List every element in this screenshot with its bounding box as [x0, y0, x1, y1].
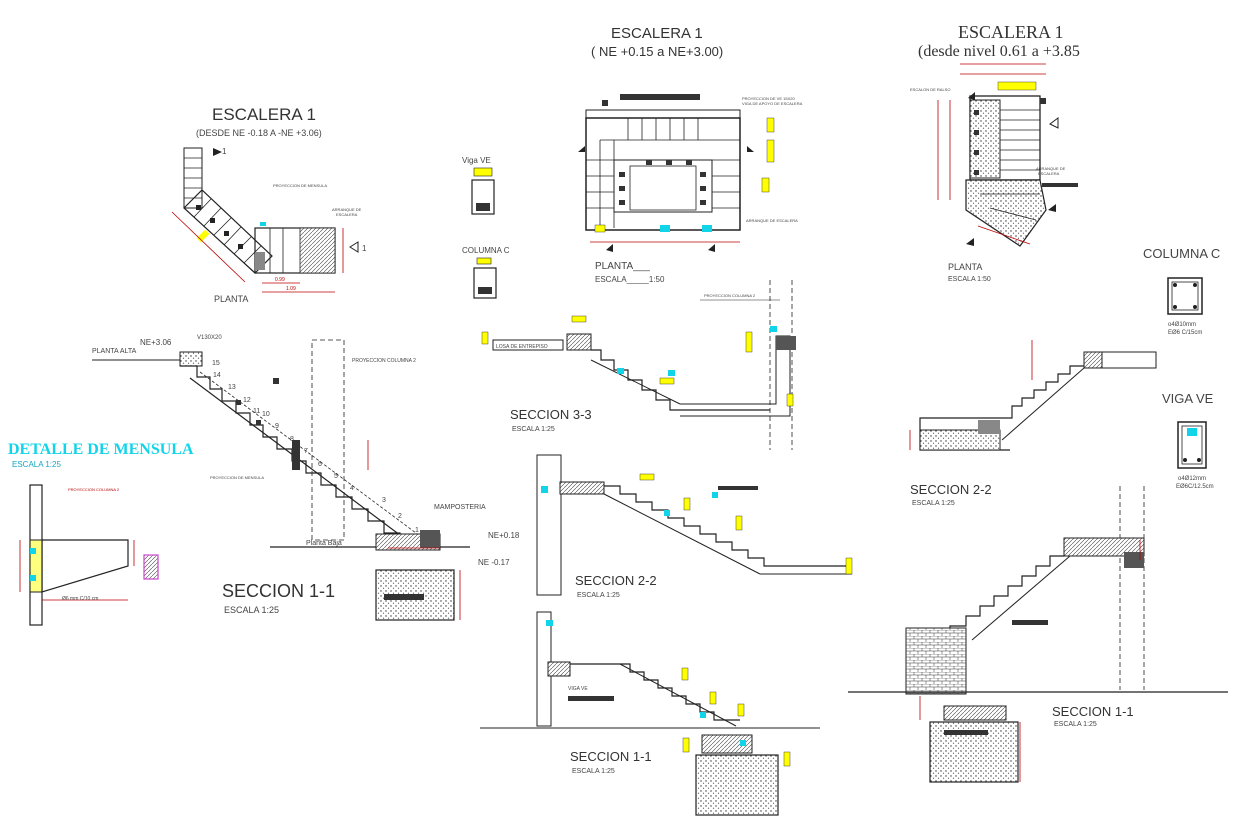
- detalle-mensula-title: DETALLE DE MENSULA: [8, 441, 194, 458]
- columna-c-right-label: COLUMNA C: [1143, 246, 1220, 261]
- seccion-11-main: NE+3.06 V130X20 PLANTA ALTA PROYECCION C…: [92, 335, 520, 621]
- seccion-11-right-title: SECCION 1-1: [1052, 704, 1134, 719]
- escala-label-c: ESCALA 1:50: [948, 276, 991, 283]
- escalera-c-title: ESCALERA 1: [958, 22, 1064, 42]
- detalle-mensula: DETALLE DE MENSULA ESCALA 1:25 Ø6 mm C/1…: [8, 441, 194, 626]
- seccion-22-mid-title: SECCION 2-2: [575, 573, 657, 588]
- escalera-b-title: ESCALERA 1: [611, 25, 703, 42]
- svg-text:ARRANQUE DE: ARRANQUE DE: [332, 207, 362, 212]
- svg-text:PROYECCION DE VE 15X20: PROYECCION DE VE 15X20: [742, 96, 795, 101]
- viga-ve-label: Viga VE: [462, 156, 491, 165]
- seccion-11-mid-escala: ESCALA 1:25: [572, 768, 615, 775]
- escalera-c-plan: ESCALERA 1 (desde nivel 0.61 a +3.85 ARR…: [910, 22, 1080, 283]
- step-2: 2: [398, 513, 402, 520]
- escalera-b-subtitle: ( NE +0.15 a NE+3.00): [591, 44, 723, 59]
- viga-spec-1: o4Ø12mm: [1178, 476, 1206, 482]
- step-1: 1: [415, 527, 419, 534]
- proyeccion-mensula: PROYECCION DE MENSULA: [210, 475, 264, 480]
- seccion-22-right: SECCION 2-2 ESCALA 1:25: [909, 340, 1157, 507]
- escalera-b-plan: ESCALERA 1 ( NE +0.15 a NE+3.00): [578, 25, 803, 284]
- svg-text:ARRANQUE DE ESCALERA: ARRANQUE DE ESCALERA: [746, 218, 798, 223]
- detalle-mensula-escala: ESCALA 1:25: [12, 460, 61, 469]
- proyeccion-columna-b: PROYECCION COLUMNA 2: [704, 293, 756, 298]
- seccion-33: LOSA DE ENTREPISO PROYECCION COLUMNA 2 S…: [481, 280, 796, 450]
- planta-label-a: PLANTA: [214, 294, 248, 304]
- col-spec-1: o4Ø10mm: [1168, 322, 1196, 328]
- seccion-11-right: SECCION 1-1 ESCALA 1:25: [848, 486, 1228, 783]
- seccion-11-mid-title: SECCION 1-1: [570, 749, 652, 764]
- escala-label-b: ESCALA_____1:50: [595, 275, 665, 284]
- planta-alta: PLANTA ALTA: [92, 348, 137, 355]
- v130x20: V130X20: [197, 335, 222, 341]
- seccion-22-right-title: SECCION 2-2: [910, 482, 992, 497]
- svg-text:0.99: 0.99: [275, 277, 285, 283]
- step-9: 9: [275, 423, 279, 430]
- viga-spec-2: EØ6C/12.5cm: [1176, 484, 1214, 490]
- step-14: 14: [213, 372, 221, 379]
- step-6: 6: [318, 461, 322, 468]
- svg-text:ESCALON DE RALSO: ESCALON DE RALSO: [910, 87, 950, 92]
- planta-label-c: PLANTA: [948, 262, 982, 272]
- svg-text:VIGA DE APOYO DE ESCALERA: VIGA DE APOYO DE ESCALERA: [742, 101, 803, 106]
- ne-017: NE -0.17: [478, 558, 510, 567]
- step-10: 10: [262, 411, 270, 418]
- ne-018: NE+0.18: [488, 531, 520, 540]
- viga-ve-right-label: VIGA VE: [1162, 391, 1214, 406]
- seccion-11-right-escala: ESCALA 1:25: [1054, 721, 1097, 728]
- viga-columna-small: Viga VE COLUMNA C: [462, 156, 510, 299]
- seccion-22-mid: SECCION 2-2 ESCALA 1:25: [536, 454, 853, 599]
- step-12: 12: [243, 397, 251, 404]
- svg-text:1: 1: [362, 244, 367, 253]
- svg-text:ESCALERA: ESCALERA: [336, 212, 358, 217]
- step-7: 7: [304, 448, 308, 455]
- escalera-a-subtitle: (DESDE NE -0.18 A -NE +3.06): [196, 128, 322, 138]
- seccion-33-escala: ESCALA 1:25: [512, 426, 555, 433]
- svg-text:Ø6 mm C/10 cm: Ø6 mm C/10 cm: [62, 596, 98, 602]
- step-15: 15: [212, 360, 220, 367]
- svg-text:ARRANQUE DE: ARRANQUE DE: [1036, 166, 1066, 171]
- seccion-11-main-escala: ESCALA 1:25: [224, 605, 279, 615]
- svg-text:PROYECCION COLUMNA 2: PROYECCION COLUMNA 2: [68, 487, 120, 492]
- columna-viga-right: COLUMNA C o4Ø10mm EØ6 C/15cm VIGA VE o4Ø…: [1143, 246, 1220, 490]
- step-13: 13: [228, 384, 236, 391]
- svg-text:1: 1: [222, 147, 227, 156]
- svg-text:ESCALERA: ESCALERA: [1038, 171, 1060, 176]
- step-5: 5: [334, 473, 338, 480]
- mamposteria: MAMPOSTERIA: [434, 504, 486, 511]
- seccion-22-right-escala: ESCALA 1:25: [912, 500, 955, 507]
- columna-c-label: COLUMNA C: [462, 246, 510, 255]
- step-8: 8: [290, 436, 294, 443]
- escalera-c-subtitle: (desde nivel 0.61 a +3.85: [918, 43, 1080, 60]
- escalera-a-title: ESCALERA 1: [212, 105, 316, 124]
- proyeccion-columna: PROYECCION COLUMNA 2: [352, 358, 416, 364]
- planta-baja: Planta Baja: [306, 540, 342, 547]
- seccion-22-mid-escala: ESCALA 1:25: [577, 592, 620, 599]
- step-4: 4: [350, 485, 354, 492]
- viga-ve-tag: VIGA VE: [568, 686, 588, 692]
- losa-entrepiso: LOSA DE ENTREPISO: [496, 344, 548, 350]
- ne-306: NE+3.06: [140, 338, 172, 347]
- svg-text:1.09: 1.09: [286, 286, 296, 292]
- seccion-11-main-title: SECCION 1-1: [222, 581, 335, 601]
- planta-label-b: PLANTA___: [595, 261, 650, 272]
- seccion-33-title: SECCION 3-3: [510, 407, 592, 422]
- seccion-11-mid: VIGA VE SECCION 1-1 ESCALA 1:25: [480, 611, 820, 816]
- svg-text:PROYECCION DE MENSULA: PROYECCION DE MENSULA: [273, 183, 327, 188]
- escalera-a-plan: ESCALERA 1 (DESDE NE -0.18 A -NE +3.06): [171, 105, 367, 304]
- col-spec-2: EØ6 C/15cm: [1168, 330, 1202, 336]
- step-11: 11: [253, 408, 260, 415]
- step-3: 3: [382, 497, 386, 504]
